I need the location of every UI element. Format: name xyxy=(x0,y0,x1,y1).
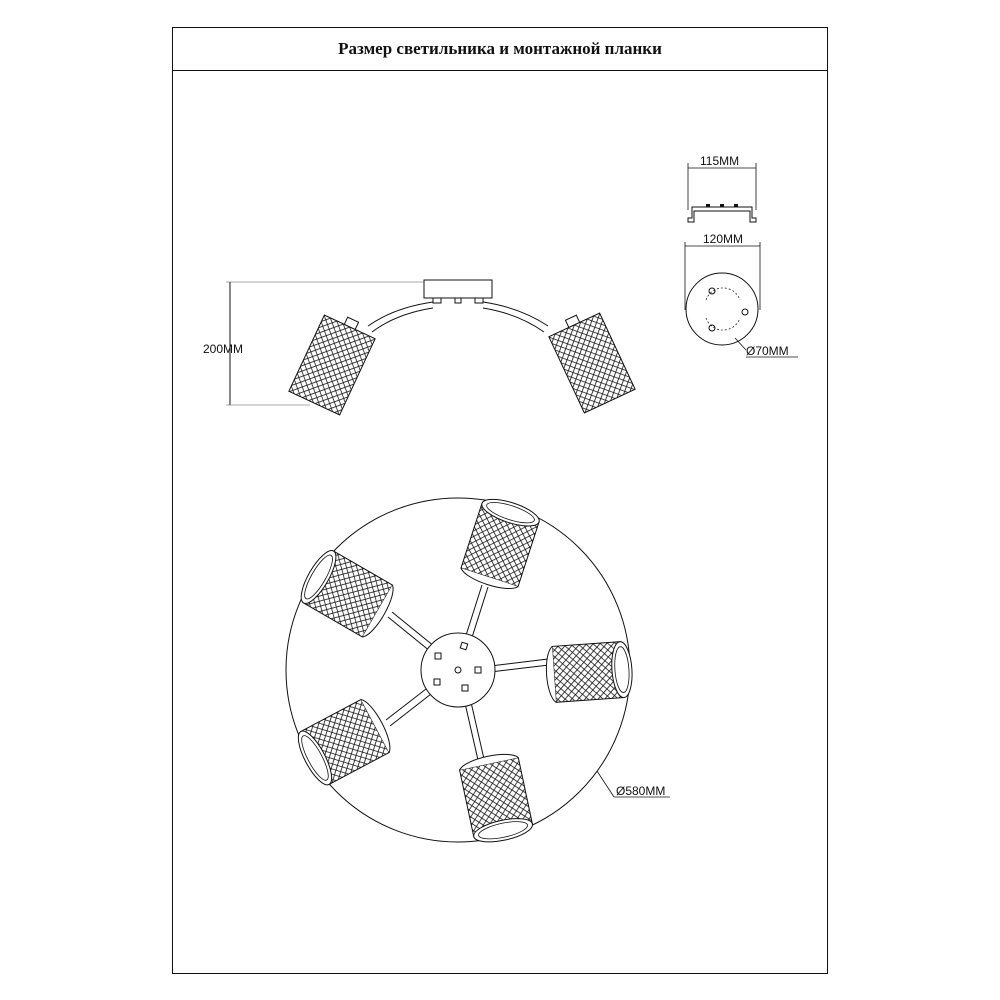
plan-shade-bottom xyxy=(458,753,534,843)
mounting-bracket: 115MM xyxy=(687,154,757,223)
side-view: 200MM xyxy=(203,279,636,416)
overall-diameter-label: Ø580MM xyxy=(616,784,665,798)
canopy-diameter-label: Ø70MM xyxy=(746,344,789,358)
right-shade xyxy=(548,312,636,414)
plan-view: Ø580MM xyxy=(285,497,670,843)
plan-shade-right xyxy=(545,641,633,703)
height-label: 200MM xyxy=(203,342,243,356)
left-arm xyxy=(367,301,434,327)
header: Размер светильника и монтажной планки xyxy=(173,28,827,71)
drawing-frame: Размер светильника и монтажной планки xyxy=(172,27,828,974)
canopy-circle xyxy=(685,272,759,346)
right-arm xyxy=(482,301,549,327)
canopy xyxy=(423,279,493,299)
left-shade xyxy=(288,314,376,416)
plan-shade-top xyxy=(460,498,540,589)
bracket-width-label: 115MM xyxy=(700,154,739,168)
plan-shade-upper-left xyxy=(300,550,394,638)
canopy-top-view: 120MM Ø70MM xyxy=(684,232,798,358)
page-title: Размер светильника и монтажной планки xyxy=(338,39,662,58)
plan-shade-lower-left xyxy=(297,698,391,786)
canopy-width-label: 120MM xyxy=(703,232,743,246)
